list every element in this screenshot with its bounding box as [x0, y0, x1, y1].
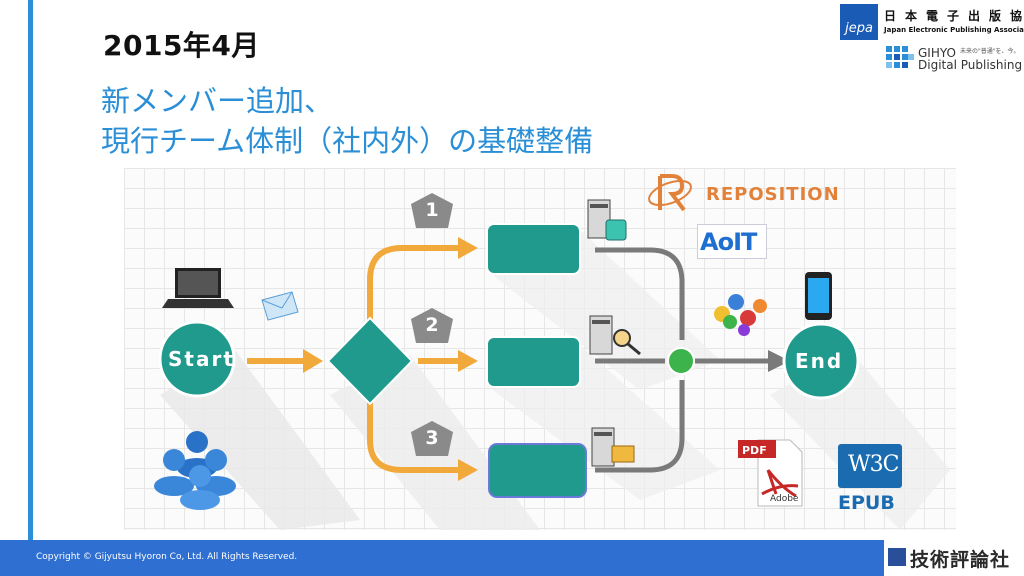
- slide-subtitle-line2: 現行チーム体制（社内外）の基礎整備: [101, 124, 594, 158]
- jepa-name-jp: 日本電子出版協会: [884, 9, 1024, 23]
- process-box-2: [486, 336, 581, 388]
- pdf-label: PDF: [742, 444, 767, 457]
- gihyo-name-line2: Digital Publishing: [918, 58, 1023, 72]
- gears-icon: [714, 294, 767, 336]
- w3c-label: W3C: [848, 452, 899, 477]
- arrow-branch1: [367, 245, 460, 326]
- arrow-branch2-head: [458, 350, 478, 372]
- arrow-to-end-head: [768, 350, 790, 372]
- epub-label: EPUB: [838, 492, 895, 514]
- pdf-icon: [738, 439, 803, 507]
- end-node-label: End: [795, 349, 844, 373]
- end-node: [782, 322, 860, 400]
- server-icon: [587, 199, 627, 241]
- badge-1-shape: [411, 193, 453, 228]
- reposition-icon: [648, 174, 692, 212]
- process-box-1: [486, 223, 581, 275]
- slide-title: 2015年4月: [103, 29, 260, 62]
- arrow-branch3-head: [458, 459, 478, 481]
- jepa-name-en: Japan Electronic Publishing Association: [884, 26, 1024, 34]
- decision-diamond: [326, 316, 414, 406]
- server-magnifier-icon: [589, 315, 641, 356]
- badge-2-number: 2: [425, 314, 439, 336]
- badge-3-shape: [411, 421, 453, 456]
- w3c-icon: [838, 444, 902, 488]
- footer-bar: [0, 540, 1024, 576]
- junction-node: [667, 347, 695, 375]
- start-node-label: Start: [168, 347, 235, 371]
- gihyo-tagline: 未来の"普通"を、今。: [960, 48, 1020, 55]
- badge-1-number: 1: [425, 199, 439, 221]
- smartphone-icon: [805, 272, 832, 320]
- email-icon: [261, 291, 299, 321]
- company-logo-icon: [888, 548, 906, 566]
- jepa-logo-mark: jepa: [840, 4, 878, 40]
- process-box-3: [488, 443, 587, 498]
- server-folder-icon: [591, 427, 635, 467]
- company-logo-text: 技術評論社: [910, 549, 1011, 571]
- copyright-text: Copyright © Gijyutsu Hyoron Co, Ltd. All…: [36, 552, 298, 562]
- gihyo-dots-icon: [886, 46, 914, 68]
- users-icon: [154, 431, 236, 510]
- arrow-branch1-head: [458, 237, 478, 259]
- connector-branch1: [595, 247, 685, 340]
- arrow-branch3: [367, 396, 460, 473]
- aoit-logo-text: AoIT: [700, 228, 757, 256]
- laptop-icon: [162, 268, 234, 308]
- slide-subtitle-line1: 新メンバー追加、: [101, 84, 334, 118]
- aoit-logo-box: [697, 224, 767, 259]
- left-accent-bar: [28, 0, 33, 540]
- badge-3-number: 3: [425, 427, 439, 449]
- badge-2-shape: [411, 308, 453, 343]
- company-logo-area: [884, 540, 1024, 576]
- connector-branch3: [595, 380, 685, 473]
- reposition-logo-text: REPOSITION: [706, 184, 840, 205]
- start-node: [158, 320, 236, 398]
- gihyo-name-line1: GIHYO: [918, 46, 956, 60]
- adobe-label: Adobe: [770, 494, 799, 504]
- arrow-start-to-decision-head: [303, 349, 323, 373]
